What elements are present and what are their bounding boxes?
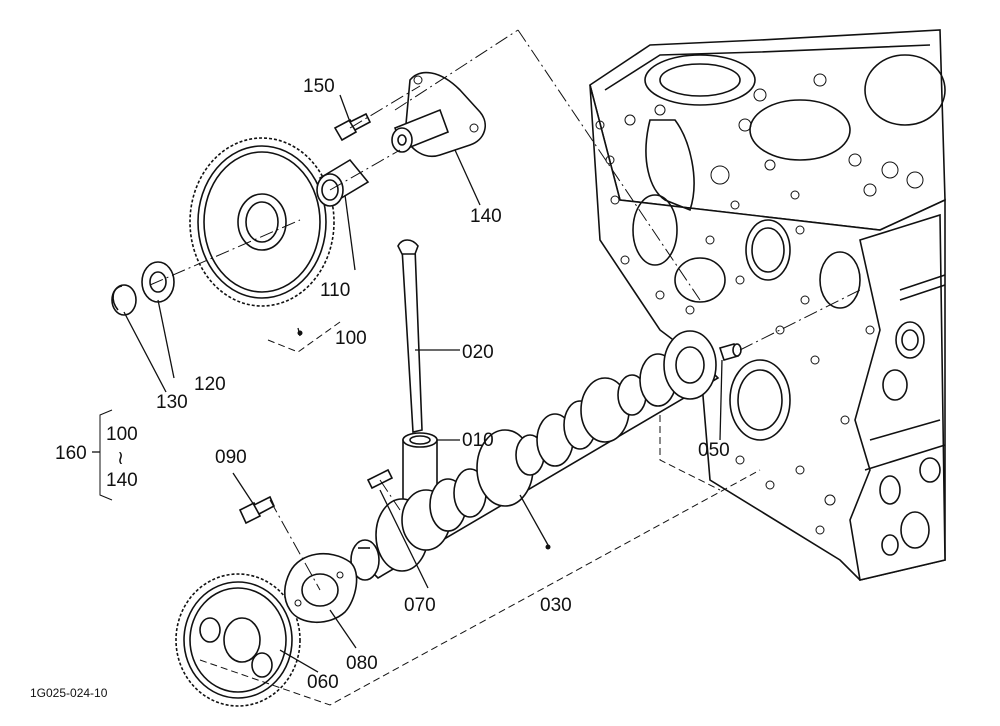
label-110: 110	[320, 280, 350, 301]
label-030: 030	[540, 595, 572, 616]
center-lines	[149, 29, 861, 591]
label-range-sep: ≀	[117, 448, 124, 469]
label-120: 120	[194, 374, 226, 395]
idle-gear-part	[189, 137, 335, 307]
bolt-090-part	[238, 495, 276, 525]
label-050: 050	[698, 440, 730, 461]
label-range-start: 100	[106, 424, 138, 445]
idle-gear-shaft-part	[391, 71, 486, 157]
label-150: 150	[303, 76, 335, 97]
label-130: 130	[156, 392, 188, 413]
label-080: 080	[346, 653, 378, 674]
label-020: 020	[462, 342, 494, 363]
leader-lines	[92, 94, 723, 673]
circlip-part	[111, 284, 137, 316]
bushing-part	[316, 158, 370, 207]
part-labels: 150 140 110 100 020 010 050 030 070 080 …	[30, 76, 730, 700]
drawing-code: 1G025-024-10	[30, 686, 108, 700]
camshaft-part	[350, 330, 720, 581]
leader-dot	[545, 544, 551, 550]
label-160: 160	[55, 443, 87, 464]
leader-dot	[297, 330, 303, 336]
bolt-150-part	[333, 112, 372, 142]
thrust-plate-part	[283, 553, 358, 623]
label-090: 090	[215, 447, 247, 468]
label-range-end: 140	[106, 470, 138, 491]
engine-block	[589, 29, 946, 581]
label-140: 140	[470, 206, 502, 227]
cam-gear-part	[175, 573, 301, 707]
label-070: 070	[404, 595, 436, 616]
label-010: 010	[462, 430, 494, 451]
push-rod-part	[397, 239, 423, 433]
label-100: 100	[335, 328, 367, 349]
group-brackets	[99, 321, 761, 706]
key-part	[366, 468, 394, 490]
label-060: 060	[307, 672, 339, 693]
